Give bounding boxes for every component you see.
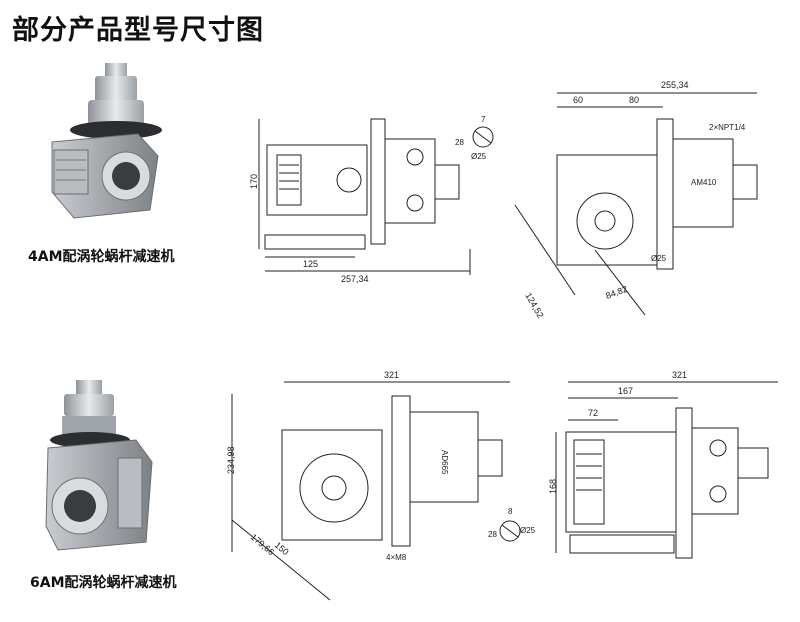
dim-4am-diag1: 124,52 bbox=[523, 291, 545, 320]
drawing-6am-shaft-detail: 8 28 Ø25 bbox=[488, 507, 536, 542]
dim-6am-side-height: 168 bbox=[548, 479, 558, 494]
dim-4am-shaft-diameter: Ø25 bbox=[471, 152, 487, 161]
dim-6am-side-seg2: 72 bbox=[588, 408, 598, 418]
dim-4am-port: 2×NPT1/4 bbox=[709, 123, 746, 132]
dim-4am-base: 125 bbox=[303, 259, 318, 269]
dim-4am-key-width: 7 bbox=[481, 115, 486, 124]
product-caption-6am: 6AM配涡轮蜗杆减速机 bbox=[30, 575, 177, 591]
dim-6am-side-overall: 321 bbox=[672, 370, 687, 380]
dim-4am-bore: Ø25 bbox=[651, 254, 667, 263]
drawing-4am-side-view: 170 125 257,34 7 28 Ø25 bbox=[249, 115, 494, 284]
label-4am-model: AM410 bbox=[691, 178, 717, 187]
product-caption-4am: 4AM配涡轮蜗杆减速机 bbox=[28, 249, 175, 265]
dim-6am-key-width: 8 bbox=[508, 507, 513, 516]
dim-4am-key-height: 28 bbox=[455, 138, 464, 147]
dim-4am-seg1: 60 bbox=[573, 95, 583, 105]
product-photo-4am bbox=[51, 63, 162, 219]
label-6am-model: AD665 bbox=[440, 450, 449, 475]
dim-6am-shaft-diameter: Ø25 bbox=[520, 526, 536, 535]
dim-6am-diag2: 150 bbox=[273, 540, 291, 557]
dim-6am-bolt: 4×M8 bbox=[386, 553, 407, 562]
drawing-4am-front-view: 255,34 60 80 2×NPT1/4 AM410 124,52 84,82… bbox=[514, 80, 758, 320]
dim-6am-front-overall: 321 bbox=[384, 370, 399, 380]
dim-4am-front-overall: 255,34 bbox=[661, 80, 689, 90]
dim-4am-seg2: 80 bbox=[629, 95, 639, 105]
dim-6am-front-height: 234,98 bbox=[226, 446, 236, 474]
dim-6am-key-height: 28 bbox=[488, 530, 497, 539]
dim-6am-side-seg1: 167 bbox=[618, 386, 633, 396]
dim-6am-diag1: 179,66 bbox=[249, 532, 277, 557]
drawing-6am-side-view: 321 167 72 168 bbox=[548, 370, 778, 559]
dim-4am-height: 170 bbox=[249, 174, 259, 189]
dim-4am-diag2: 84,82 bbox=[604, 284, 629, 301]
page-title: 部分产品型号尺寸图 bbox=[12, 15, 264, 46]
drawing-6am-front-view: 321 234,98 179,66 150 AD665 4×M8 bbox=[226, 370, 510, 601]
dim-4am-side-overall: 257,34 bbox=[341, 274, 369, 284]
product-photo-6am bbox=[45, 380, 153, 551]
